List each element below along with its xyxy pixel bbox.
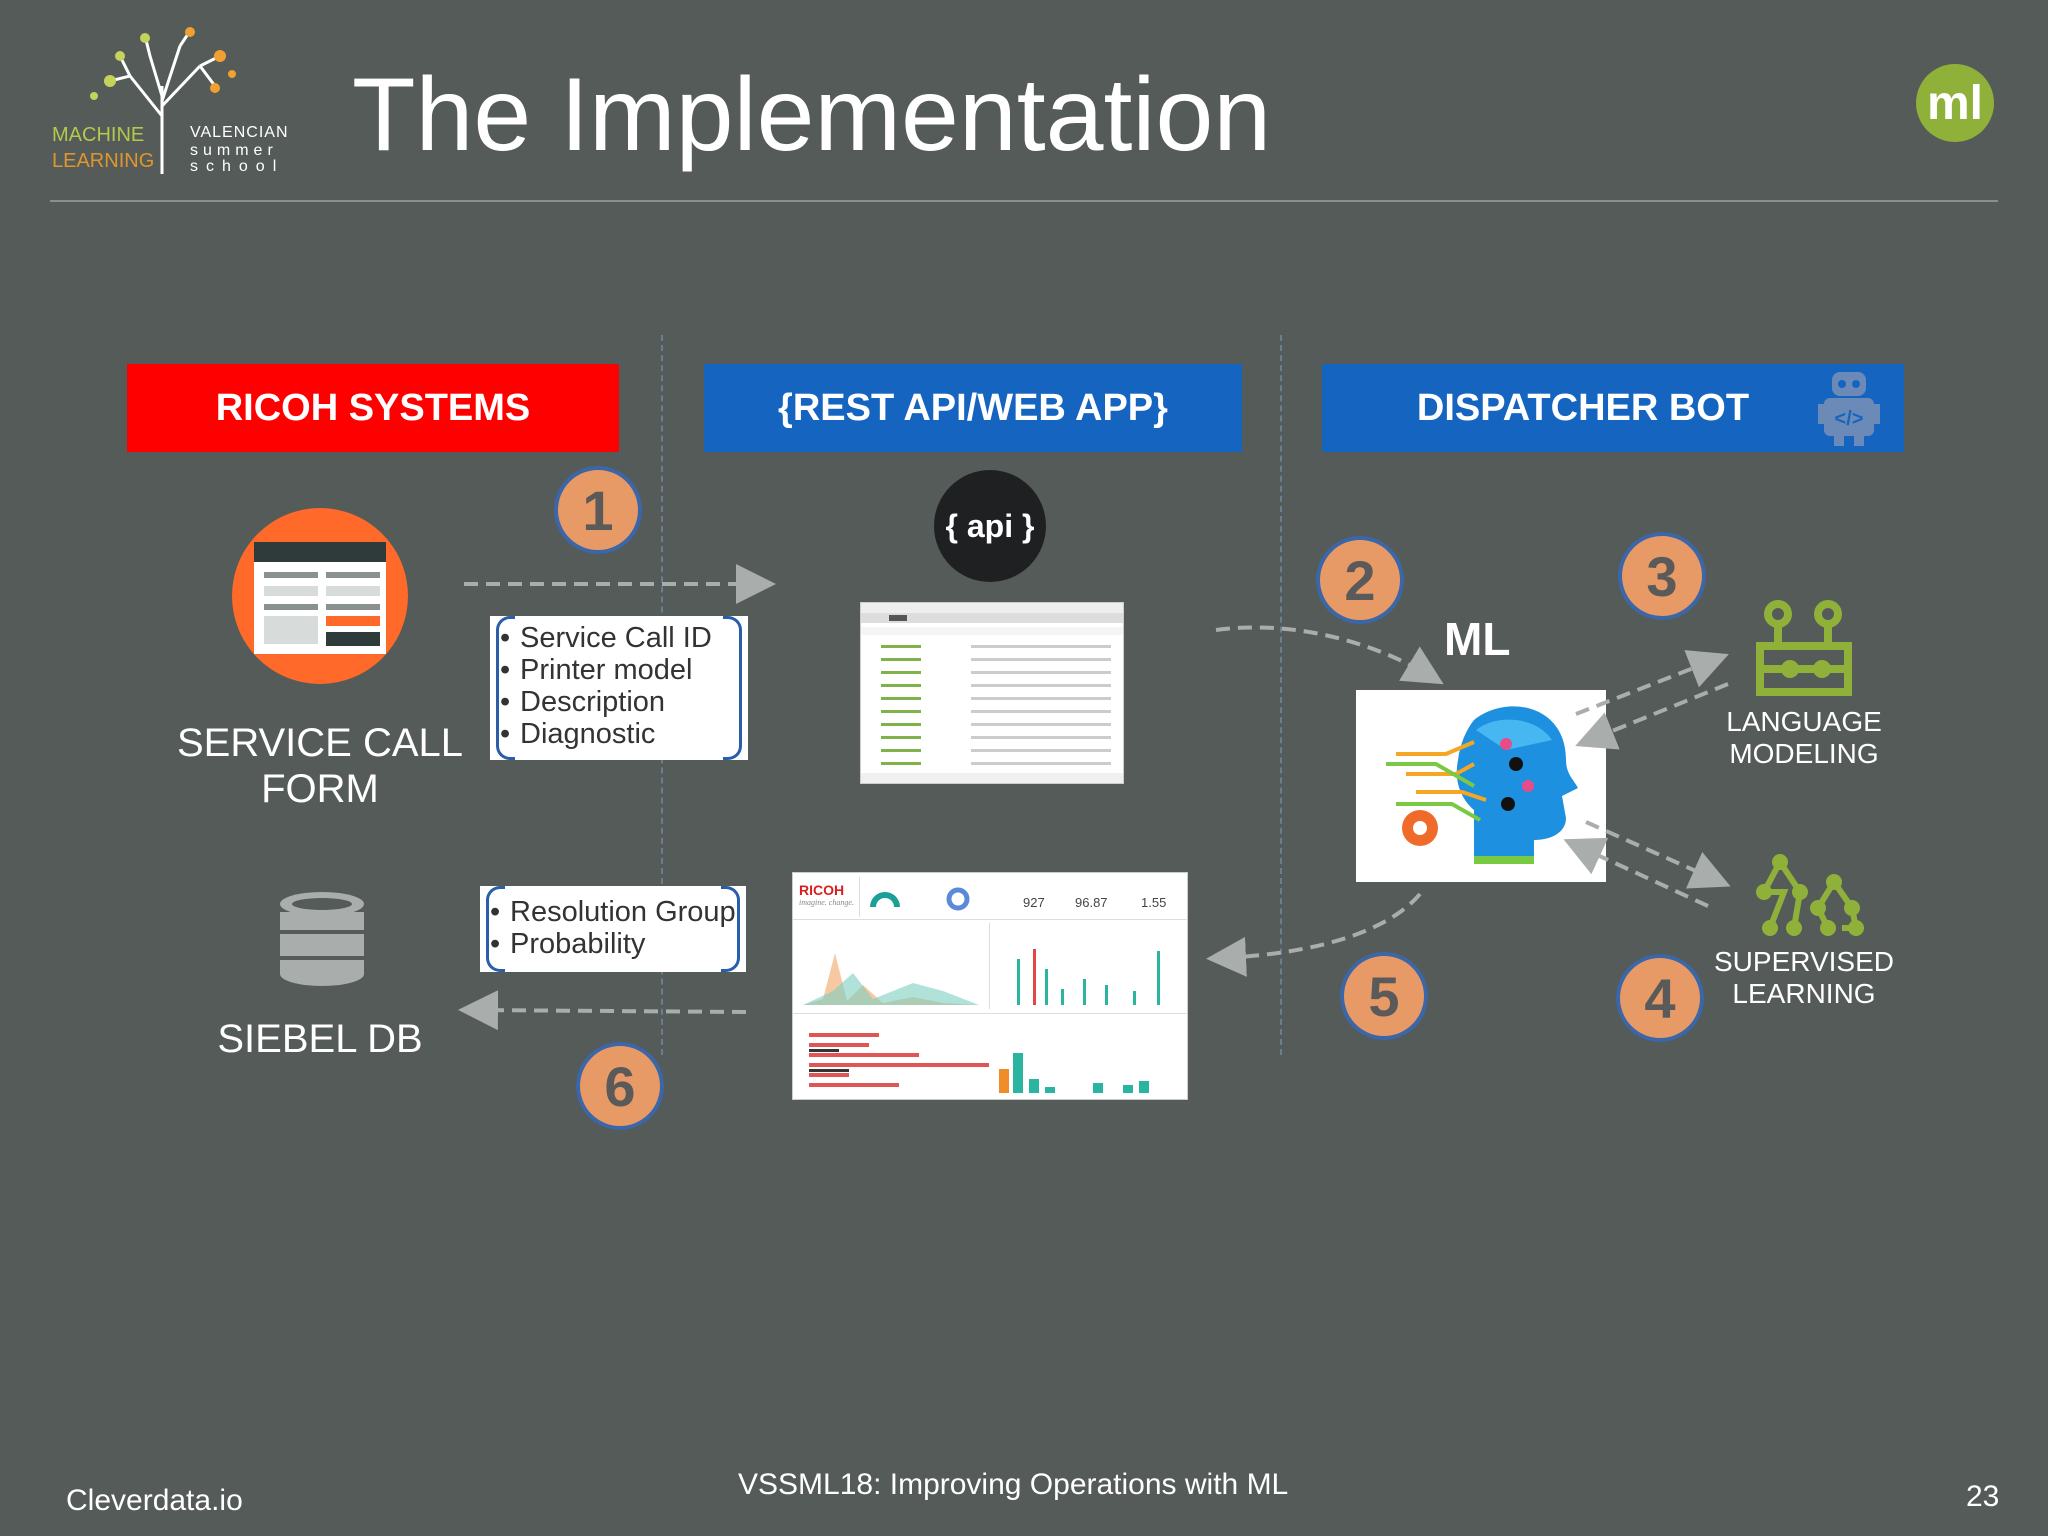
service-form-icon — [232, 508, 408, 684]
dispatcher-bot-label: DISPATCHER BOT — [1416, 386, 1750, 429]
service-call-form-line2: FORM — [261, 767, 379, 811]
step-1-number: 1 — [582, 478, 614, 542]
logo-valencian-text: VALENCIAN — [190, 124, 289, 141]
input-field-item: Printer model — [500, 654, 738, 686]
language-modeling-label: LANGUAGE MODELING — [1694, 706, 1914, 770]
right-brace — [721, 886, 740, 972]
arrow-from-language — [1575, 682, 1729, 750]
step-1-badge: 1 — [554, 466, 642, 554]
api-badge-text: { api } — [945, 507, 1035, 544]
rest-api-label: {REST API/WEB APP} — [778, 386, 1168, 429]
logo-machine-text: MACHINE — [52, 124, 145, 146]
step-6-number: 6 — [604, 1054, 636, 1118]
supervised-learning-line2: LEARNING — [1732, 978, 1876, 1009]
arrow-to-dashboard — [1206, 892, 1422, 977]
web-app-screenshot — [860, 602, 1124, 784]
step-4-number: 4 — [1644, 966, 1676, 1030]
kpi-value: 1.55 — [1141, 895, 1166, 910]
supervised-learning-label: SUPERVISED LEARNING — [1694, 946, 1914, 1010]
arrow-to-siebel — [458, 990, 747, 1031]
footer-center: VSSML18: Improving Operations with ML — [738, 1468, 1289, 1501]
arrow-to-language — [1575, 650, 1729, 716]
dispatcher-bot-header: DISPATCHER BOT </> — [1322, 364, 1904, 452]
input-fields-box: Service Call ID Printer model Descriptio… — [490, 616, 748, 760]
dashboard-tagline: imagine. change. — [799, 898, 854, 907]
tree-icon — [90, 27, 236, 174]
ricoh-systems-header: RICOH SYSTEMS — [127, 364, 619, 452]
step-3-number: 3 — [1646, 544, 1678, 608]
right-brace — [723, 616, 742, 760]
input-field-item: Diagnostic — [500, 718, 738, 750]
language-modeling-line2: MODELING — [1729, 738, 1879, 769]
arrow-to-ml — [1215, 625, 1444, 685]
supervised-learning-line1: SUPERVISED — [1714, 946, 1894, 977]
column-divider-2 — [1280, 335, 1282, 1055]
language-modeling-icon — [1756, 600, 1852, 696]
logo-summer-text: summer — [190, 142, 278, 159]
left-brace — [486, 886, 505, 972]
rest-api-header: {REST API/WEB APP} — [704, 364, 1242, 452]
input-field-item: Service Call ID — [500, 622, 738, 654]
step-3-badge: 3 — [1618, 532, 1706, 620]
step-5-badge: 5 — [1340, 952, 1428, 1040]
dashboard-brand: RICOH — [799, 882, 844, 898]
output-field-item: Probability — [490, 928, 736, 960]
page-number: 23 — [1966, 1480, 2000, 1513]
ml-label: ML — [1444, 613, 1511, 665]
service-call-form-label: SERVICE CALL FORM — [150, 720, 490, 812]
step-6-badge: 6 — [576, 1042, 664, 1130]
service-call-form-line1: SERVICE CALL — [176, 721, 464, 765]
database-icon — [280, 892, 364, 986]
svg-text:</>: </> — [1835, 408, 1864, 430]
step-2-badge: 2 — [1316, 536, 1404, 624]
kpi-value: 96.87 — [1075, 895, 1108, 910]
api-badge: { api } — [934, 470, 1046, 582]
output-field-item: Resolution Group — [490, 896, 736, 928]
title-divider — [50, 200, 1998, 202]
dashboard-screenshot: RICOH imagine. change. 927 96.87 1.55 — [792, 872, 1188, 1100]
left-brace — [496, 616, 515, 760]
step-2-number: 2 — [1344, 548, 1376, 612]
step-4-badge: 4 — [1616, 954, 1704, 1042]
arrow-to-supervised — [1585, 820, 1731, 889]
input-field-item: Description — [500, 686, 738, 718]
kpi-value: 927 — [1023, 895, 1045, 910]
ricoh-systems-label: RICOH SYSTEMS — [215, 386, 531, 429]
vssml-logo: MACHINE LEARNING VALENCIAN summer school — [50, 26, 290, 176]
supervised-learning-icon — [1756, 854, 1864, 936]
robot-icon: </> — [1818, 372, 1880, 446]
output-fields-box: Resolution Group Probability — [480, 886, 746, 972]
footer-left: Cleverdata.io — [66, 1484, 243, 1517]
arrow-from-supervised — [1563, 837, 1709, 908]
ml-badge: ml — [1916, 64, 1994, 142]
ml-head-image — [1356, 690, 1606, 882]
siebel-db-label: SIEBEL DB — [217, 1017, 423, 1061]
step-5-number: 5 — [1368, 964, 1400, 1028]
ml-badge-text: ml — [1926, 76, 1983, 130]
slide-title: The Implementation — [352, 57, 1272, 173]
logo-school-text: school — [190, 158, 285, 175]
language-modeling-line1: LANGUAGE — [1726, 706, 1882, 737]
logo-learning-text: LEARNING — [52, 150, 155, 172]
